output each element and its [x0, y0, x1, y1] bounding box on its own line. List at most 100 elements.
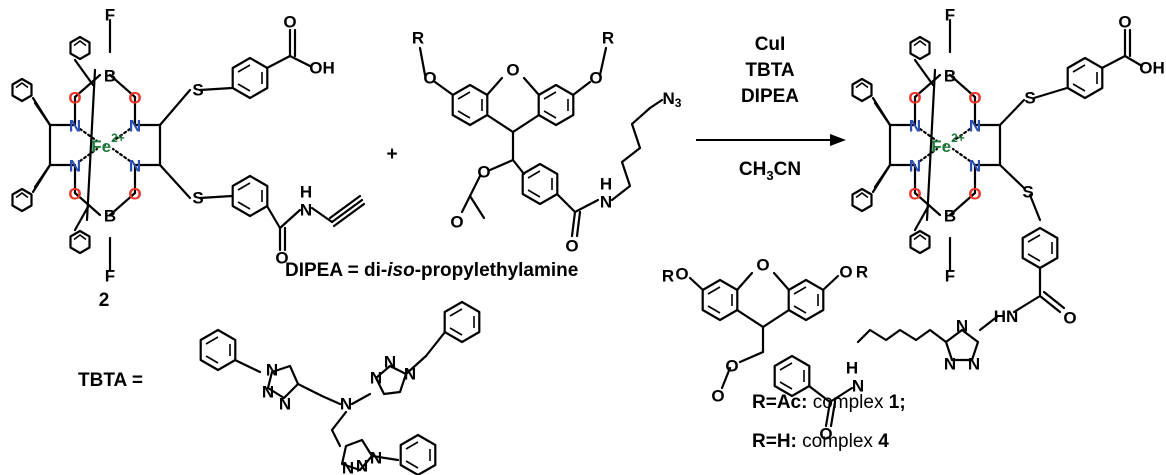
r-group: R — [662, 267, 674, 286]
phenyl-ring — [909, 229, 931, 255]
sulfur-atom: S — [192, 189, 203, 208]
compound-2-label: 2 — [99, 290, 110, 311]
nitrogen-atom: N — [944, 355, 956, 374]
oxygen-atom: O — [68, 89, 81, 108]
oxygen-atom: O — [839, 263, 852, 282]
boron-atom: B — [104, 67, 116, 86]
phenyl-ring — [909, 35, 931, 61]
boron-atom: B — [104, 207, 116, 226]
oxygen-atom: O — [908, 89, 921, 108]
boron-atom: B — [944, 207, 956, 226]
oxygen-atom: O — [128, 89, 141, 108]
iron-center: Fe2+ — [931, 131, 965, 156]
phenyl-ring — [851, 77, 873, 103]
nitrogen-atom: N — [404, 365, 416, 384]
oxygen-atom: O — [711, 387, 724, 406]
dipea-definition: DIPEA = di-iso-propylethylamine — [285, 260, 578, 281]
benzene-ring — [199, 328, 237, 372]
benzene-ring — [521, 162, 559, 206]
sulfur-atom: S — [192, 81, 203, 100]
oxygen-atom: O — [506, 61, 519, 80]
compound-2-atoms: F B O O N N N N O O B F Fe2+ S S O OH O … — [68, 6, 334, 286]
hydrogen-atom: H — [846, 359, 858, 378]
oxygen-atom: O — [756, 256, 769, 275]
reagent-cui: CuI — [755, 34, 786, 55]
sulfur-atom: S — [1022, 183, 1033, 202]
nitrogen-atom: N — [69, 117, 81, 136]
oxygen-atom: O — [275, 249, 288, 268]
benzene-ring — [1066, 56, 1104, 100]
nitrogen-atom: N — [129, 157, 141, 176]
nitrogen-atom: N — [370, 449, 382, 468]
hydrogen-atom: H — [600, 175, 612, 194]
solvent-label: CH3CN — [739, 159, 801, 183]
product-complex-structure — [688, 18, 1144, 428]
oxygen-atom: O — [68, 185, 81, 204]
oxygen-atom: O — [450, 213, 463, 232]
product-atoms: F B O O N N N N O O B F Fe2+ S S O OH O … — [662, 6, 1165, 444]
boron-atom: B — [944, 67, 956, 86]
r-group: R — [602, 29, 614, 48]
benzene-ring — [451, 83, 489, 127]
azide-group: N3 — [663, 89, 682, 111]
oxygen-atom: O — [589, 69, 602, 88]
oxygen-atom: O — [128, 185, 141, 204]
fluorine-atom: F — [105, 267, 115, 286]
benzene-ring — [231, 174, 269, 218]
reaction-arrow[interactable] — [696, 134, 846, 146]
oxygen-atom: O — [283, 13, 296, 32]
oxygen-atom: O — [968, 185, 981, 204]
nitrogen-atom: N — [266, 361, 278, 380]
hydrogen-atom: H — [300, 183, 312, 202]
hydroxyl-group: OH — [309, 59, 335, 78]
nitrogen-atom: N — [300, 201, 312, 220]
nitrogen-atom: N — [129, 117, 141, 136]
nitrogen-atom: N — [69, 157, 81, 176]
amide-nh: HN — [994, 307, 1019, 326]
oxygen-atom: O — [565, 237, 578, 256]
nitrogen-atom: N — [342, 459, 354, 475]
iron-center: Fe2+ — [91, 131, 125, 156]
tbta-atoms: N N N N N N N N N N — [262, 353, 416, 475]
benzene-ring — [443, 300, 481, 344]
reagent-dipea: DIPEA — [741, 86, 799, 107]
phenyl-ring — [69, 229, 91, 255]
oxygen-atom: O — [423, 69, 436, 88]
oxygen-atom: O — [1118, 13, 1131, 32]
nitrogen-atom: N — [600, 193, 612, 212]
r-legend-complex-4: R=H: complex 4 — [752, 431, 889, 452]
tbta-label: TBTA = — [78, 370, 143, 391]
phenyl-ring — [11, 187, 33, 213]
phenyl-ring — [851, 187, 873, 213]
benzene-ring — [773, 354, 811, 398]
reagent-tbta: TBTA — [745, 60, 795, 81]
nitrogen-atom: N — [969, 157, 981, 176]
fluorescein-atoms: O O R O R O O O N H N3 — [412, 29, 682, 256]
nitrogen-atom: N — [968, 355, 980, 374]
nitrogen-atom: N — [909, 157, 921, 176]
oxygen-atom: O — [725, 357, 738, 376]
nitrogen-atom: N — [956, 317, 968, 336]
fluorine-atom: F — [945, 267, 955, 286]
oxygen-atom: O — [477, 163, 490, 182]
tbta-structure — [199, 300, 481, 475]
oxygen-atom: O — [675, 265, 688, 284]
fluorine-atom: F — [945, 6, 955, 25]
benzene-ring — [231, 56, 269, 100]
hydroxyl-group: OH — [1139, 59, 1165, 78]
oxygen-atom: O — [908, 185, 921, 204]
r-group: R — [412, 29, 424, 48]
fluorescein-azide-structure — [418, 46, 664, 238]
oxygen-atom: O — [819, 425, 832, 444]
nitrogen-atom: N — [370, 369, 382, 388]
sulfur-atom: S — [1024, 89, 1035, 108]
phenyl-ring — [69, 35, 91, 61]
plus-sign: + — [386, 144, 397, 165]
nitrogen-atom: N — [356, 457, 368, 475]
oxygen-atom: O — [968, 89, 981, 108]
fluorine-atom: F — [105, 6, 115, 25]
benzene-ring — [537, 83, 575, 127]
benzene-ring — [787, 278, 825, 322]
r-group: R — [856, 263, 868, 282]
nitrogen-atom: N — [279, 395, 291, 414]
